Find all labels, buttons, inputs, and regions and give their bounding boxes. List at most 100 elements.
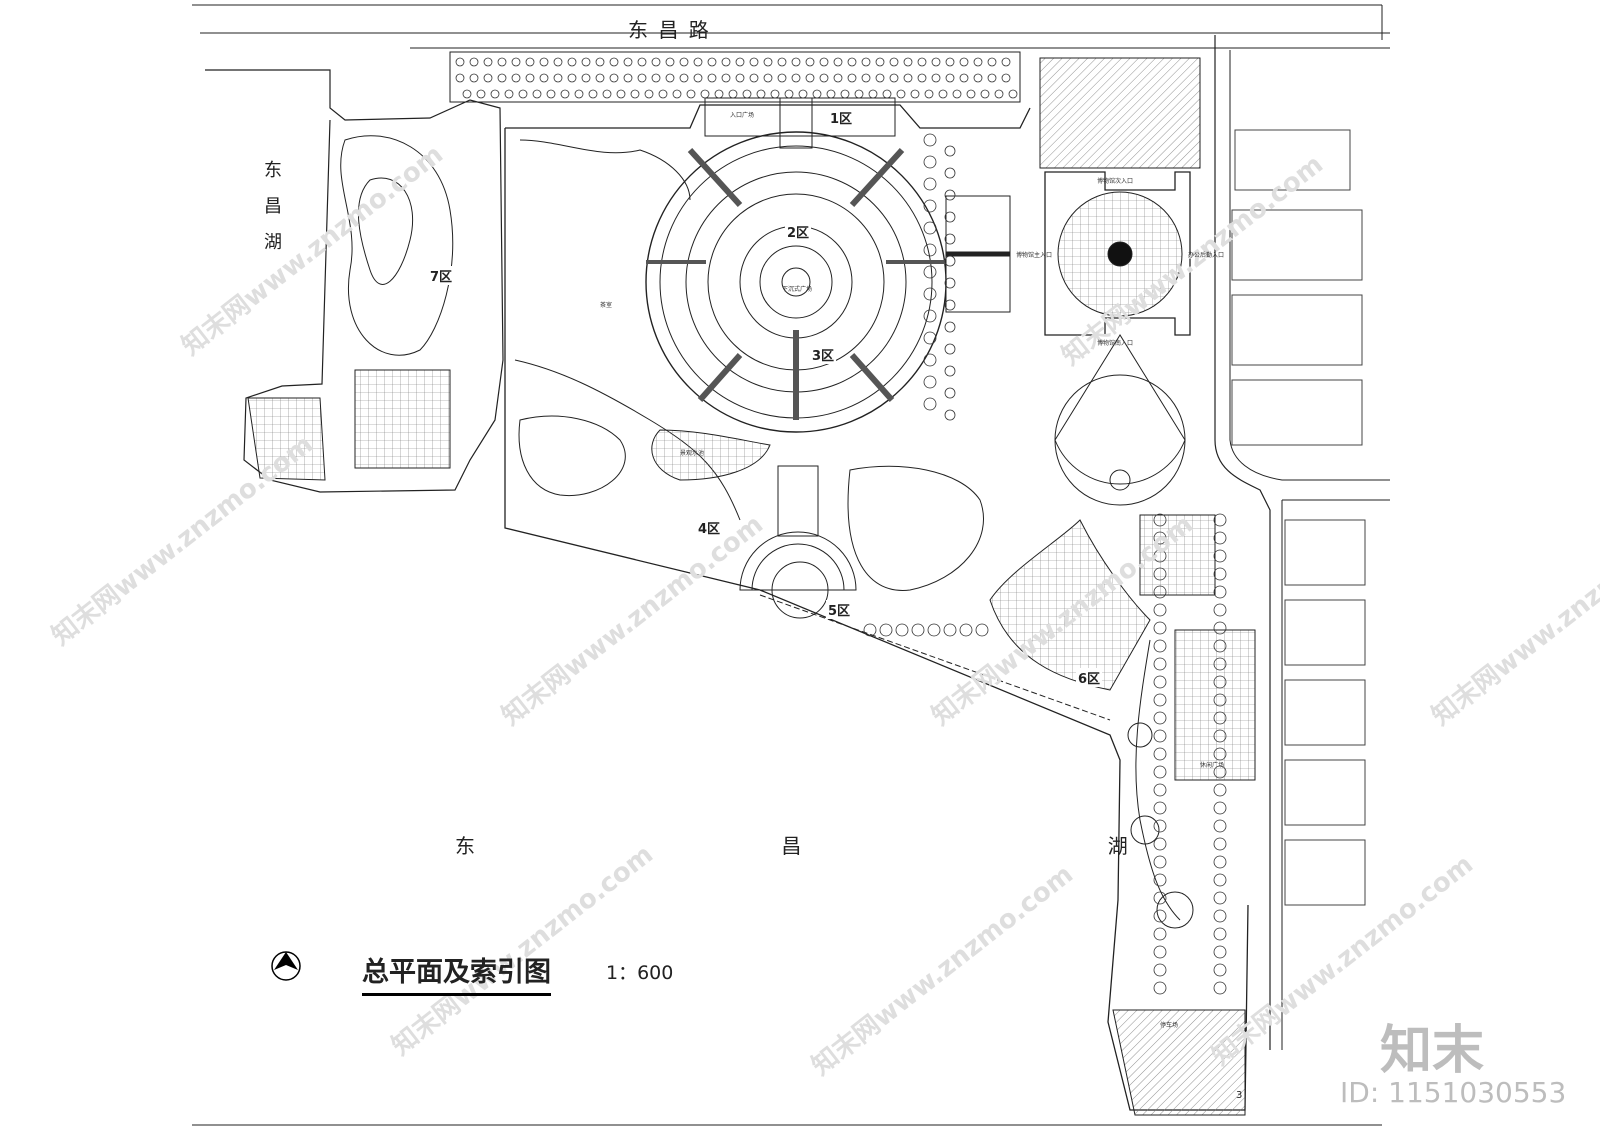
tree-symbol [1153,963,1167,977]
tree-symbol [721,73,731,83]
tree-symbol [763,57,773,67]
museum-north-entry-label: 博物馆次入口 [1097,178,1134,185]
tree-symbol [1213,639,1227,653]
zone-label-4: 4区 [696,518,723,537]
tree-symbol [875,73,885,83]
zone-label-6: 6区 [1076,668,1103,687]
tree-symbol [923,221,937,235]
tree-symbol [511,73,521,83]
tree-symbol [644,89,654,99]
tree-symbol [1213,621,1227,635]
tree-symbol [1213,567,1227,581]
tree-symbol [944,343,956,355]
tree-symbol [539,57,549,67]
tree-symbol [924,89,934,99]
parking-label: 停车场 [1160,1022,1179,1029]
tree-symbol [1213,765,1227,779]
tree-symbol [1153,549,1167,563]
tree-symbol [721,57,731,67]
tree-symbol [923,287,937,301]
tree-symbol [923,155,937,169]
tree-symbol [1213,981,1227,995]
tree-symbol [1153,729,1167,743]
tree-symbol [539,73,549,83]
tree-symbol [455,73,465,83]
tree-symbol [1213,711,1227,725]
tree-symbol [560,89,570,99]
tree-symbol [861,73,871,83]
tree-symbol [973,57,983,67]
tree-symbol [987,73,997,83]
tree-symbol [525,73,535,83]
tree-symbol [672,89,682,99]
office-entry-label: 办公后勤入口 [1188,252,1225,259]
tree-symbol [1153,765,1167,779]
tree-symbol [1153,801,1167,815]
tree-symbol [923,243,937,257]
tree-symbol [777,57,787,67]
tree-symbol [944,409,956,421]
tree-symbol [1213,747,1227,761]
tree-symbol [945,73,955,83]
tree-symbol [581,73,591,83]
tree-symbol [469,73,479,83]
tree-symbol [975,623,989,637]
museum-south-entry-label: 博物馆南入口 [1097,340,1134,347]
north-arrow-icon [271,951,301,981]
tree-symbol [679,73,689,83]
tree-symbol [791,73,801,83]
tree-symbol [763,73,773,83]
tree-symbol [923,331,937,345]
tree-symbol [973,73,983,83]
tree-symbol [944,277,956,289]
tree-symbol [923,397,937,411]
tree-symbol [567,57,577,67]
tree-symbol [588,89,598,99]
tree-symbol [784,89,794,99]
tree-symbol [994,89,1004,99]
tree-symbol [959,73,969,83]
tree-symbol [903,73,913,83]
tree-symbol [1153,855,1167,869]
tree-symbol [910,89,920,99]
tree-symbol [693,73,703,83]
tree-symbol [707,73,717,83]
tree-symbol [875,57,885,67]
tree-symbol [944,189,956,201]
tree-symbol [1213,963,1227,977]
tree-symbol [952,89,962,99]
tree-symbol [735,73,745,83]
tree-symbol [735,57,745,67]
tree-symbol [595,57,605,67]
central-plaza-label: 下沉式广场 [782,286,813,293]
museum-main-entry-label: 博物馆主入口 [1016,252,1053,259]
tree-symbol [1213,693,1227,707]
tree-symbol [651,73,661,83]
tree-symbol [944,255,956,267]
zone-label-1: 1区 [828,108,855,127]
tree-symbol [581,57,591,67]
tree-symbol [1001,57,1011,67]
tree-symbol [616,89,626,99]
tree-symbol [1153,819,1167,833]
tree-symbol [511,57,521,67]
tree-symbol [931,73,941,83]
tree-symbol [497,57,507,67]
tree-symbol [987,57,997,67]
tree-symbol [1213,855,1227,869]
tree-symbol [665,73,675,83]
tree-symbol [1213,513,1227,527]
tree-symbol [1153,585,1167,599]
tree-symbol [1213,927,1227,941]
tree-symbol [854,89,864,99]
tree-symbol [483,73,493,83]
tree-symbol [483,57,493,67]
tree-symbol [1213,819,1227,833]
tree-symbol [1153,693,1167,707]
tree-symbol [895,623,909,637]
tree-symbol [1008,89,1018,99]
tree-symbol [637,57,647,67]
tree-symbol [518,89,528,99]
tree-symbol [630,89,640,99]
tree-symbol [980,89,990,99]
